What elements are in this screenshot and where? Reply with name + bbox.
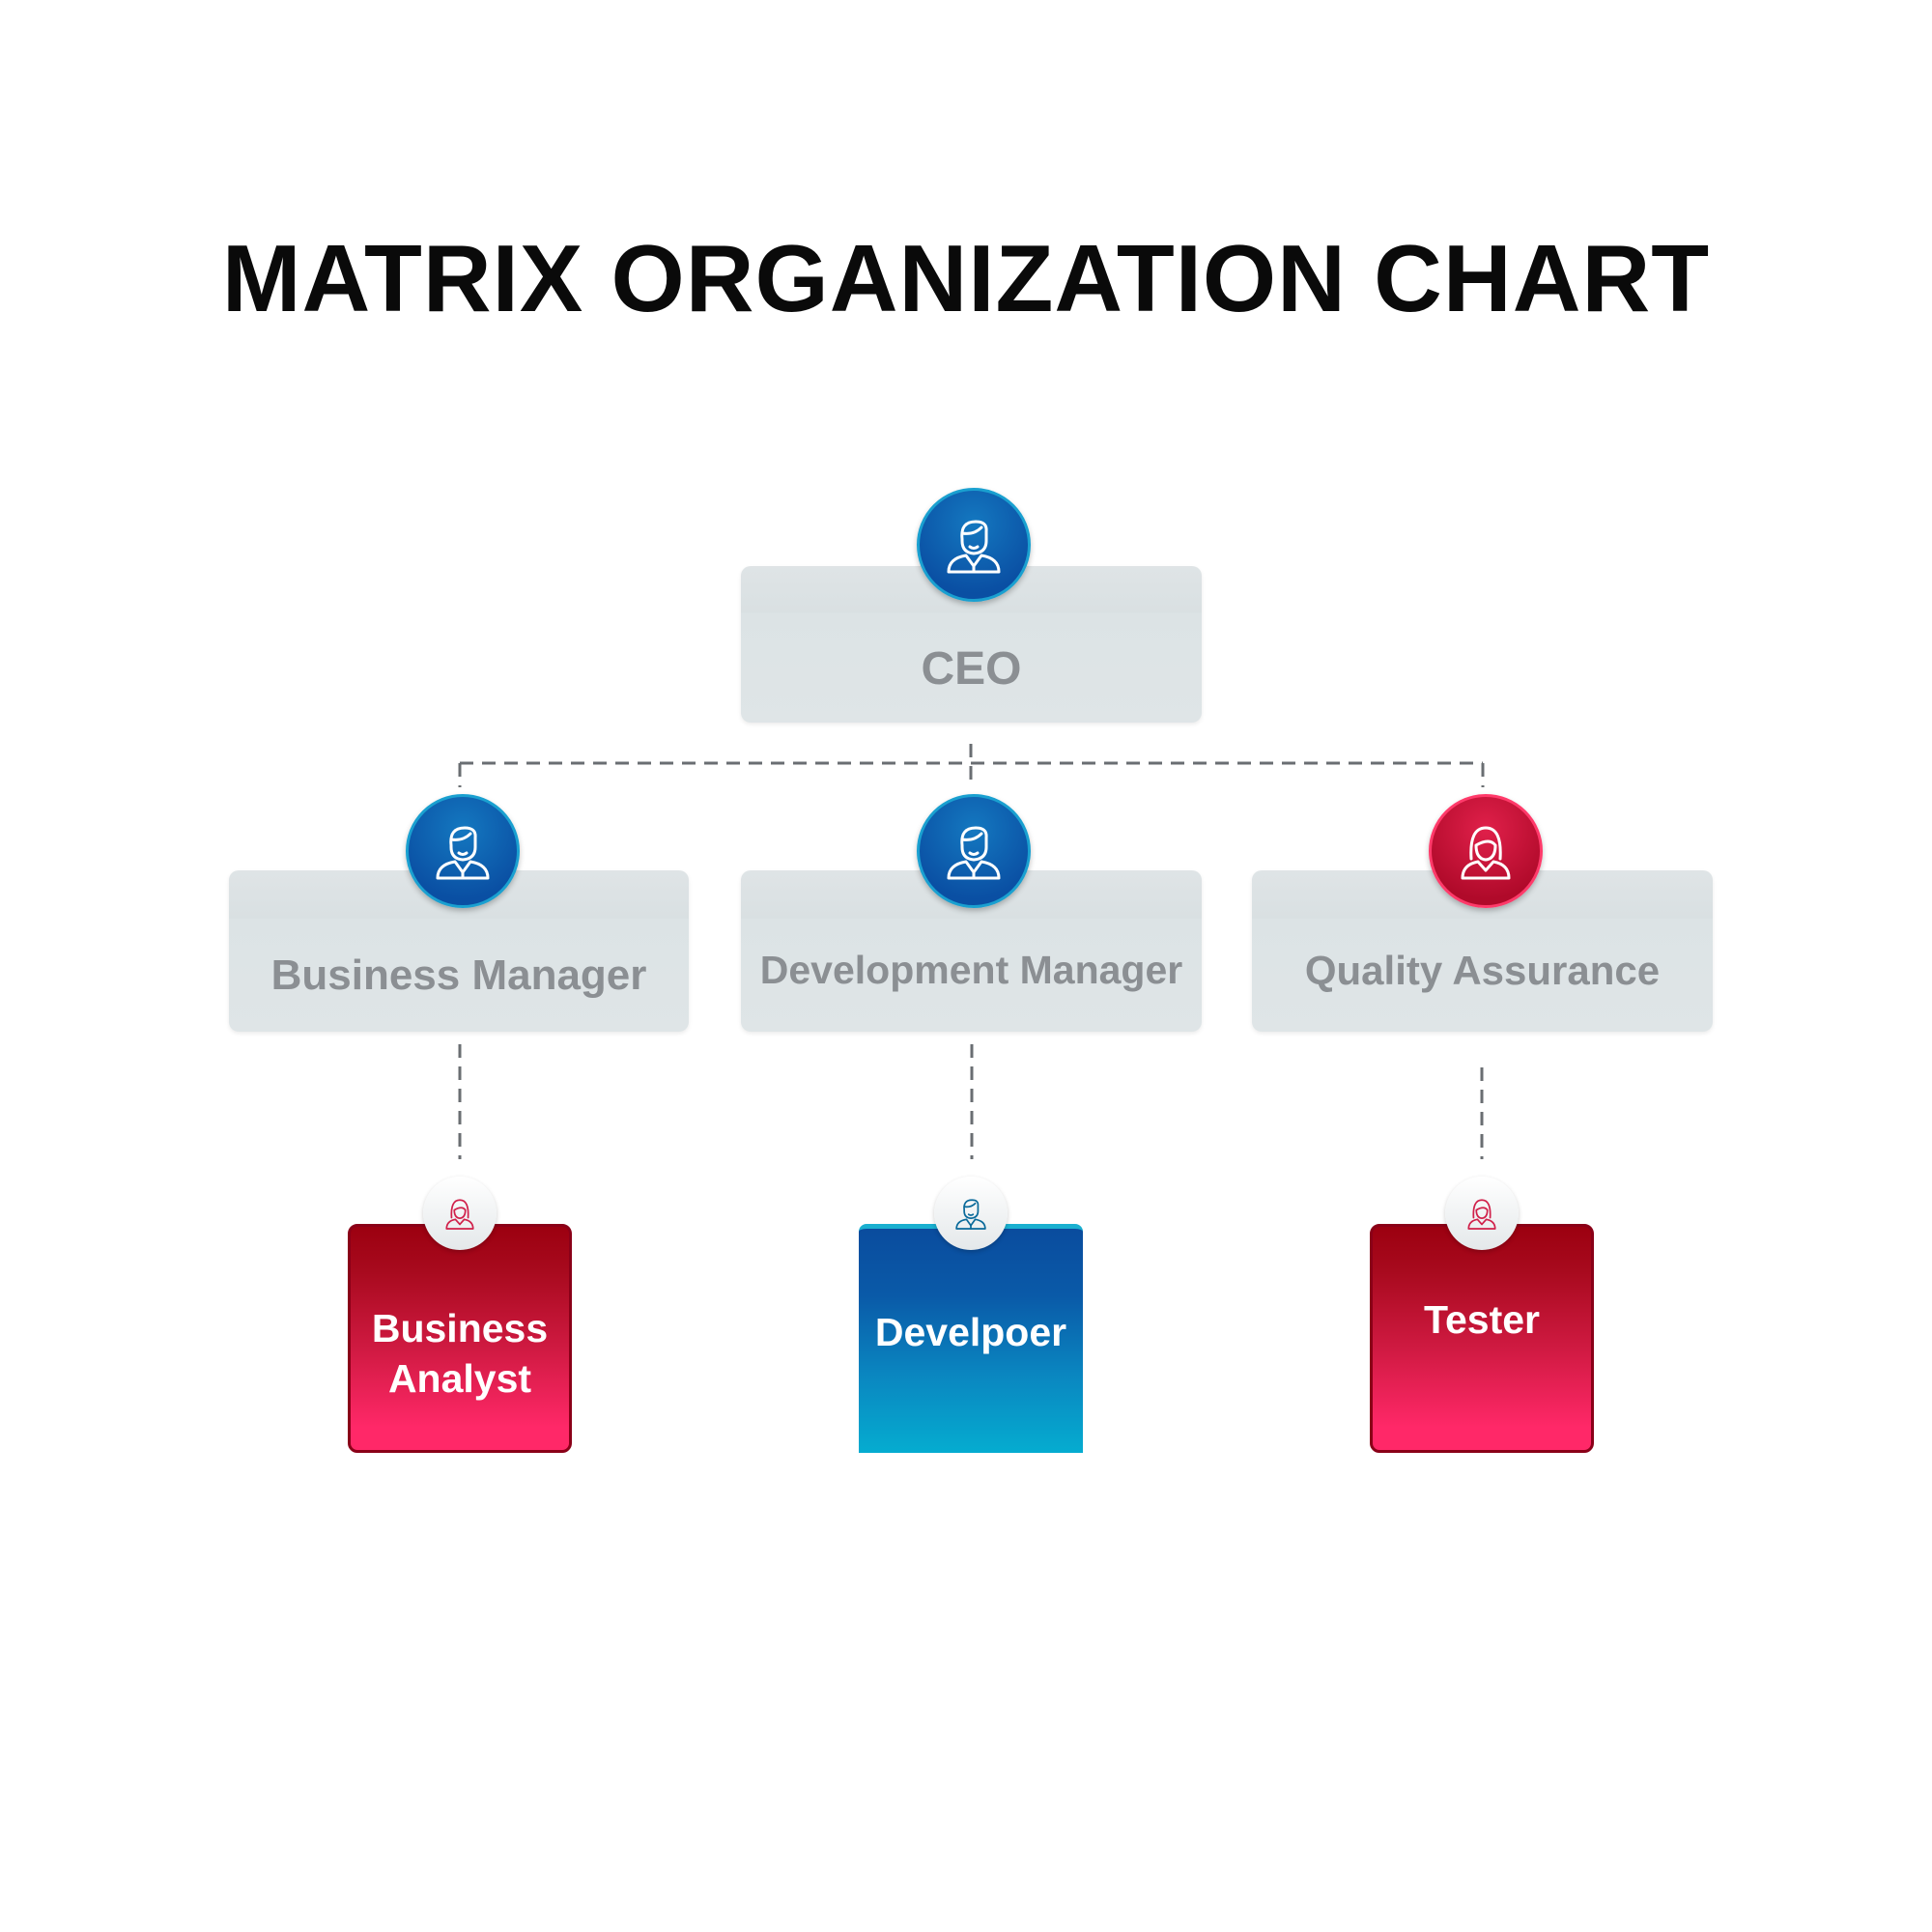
businessman-icon bbox=[947, 520, 1001, 574]
businessman-icon bbox=[955, 1199, 986, 1230]
page-title: MATRIX ORGANIZATION CHART bbox=[221, 225, 1711, 331]
tester-avatar bbox=[1445, 1177, 1519, 1250]
manager-label: Business Manager bbox=[270, 951, 647, 999]
businesswoman-icon bbox=[1467, 1199, 1496, 1230]
staff-card-business-analyst[interactable]: Business Analyst bbox=[348, 1224, 572, 1453]
staff-label: Tester bbox=[1423, 1297, 1541, 1342]
ceo-avatar bbox=[917, 488, 1031, 602]
quality-assurance-avatar bbox=[1429, 794, 1543, 908]
staff-card-developer[interactable]: Develpoer bbox=[859, 1224, 1083, 1453]
business-analyst-avatar bbox=[423, 1177, 497, 1250]
ceo-label: CEO bbox=[921, 642, 1022, 695]
staff-card-tester[interactable]: Tester bbox=[1370, 1224, 1594, 1453]
staff-label-line1: Business bbox=[371, 1305, 549, 1350]
businessman-icon bbox=[947, 826, 1001, 880]
business-manager-avatar bbox=[406, 794, 520, 908]
staff-label-line2: Analyst bbox=[387, 1355, 532, 1401]
businessman-icon bbox=[436, 826, 490, 880]
businesswoman-icon bbox=[445, 1199, 474, 1230]
businesswoman-icon bbox=[1461, 826, 1511, 880]
developer-avatar bbox=[934, 1177, 1008, 1250]
manager-box-development[interactable]: Development Manager bbox=[741, 870, 1202, 1032]
development-manager-avatar bbox=[917, 794, 1031, 908]
manager-label: Development Manager bbox=[759, 948, 1183, 992]
staff-label: Develpoer bbox=[874, 1310, 1067, 1354]
manager-label: Quality Assurance bbox=[1304, 947, 1661, 993]
